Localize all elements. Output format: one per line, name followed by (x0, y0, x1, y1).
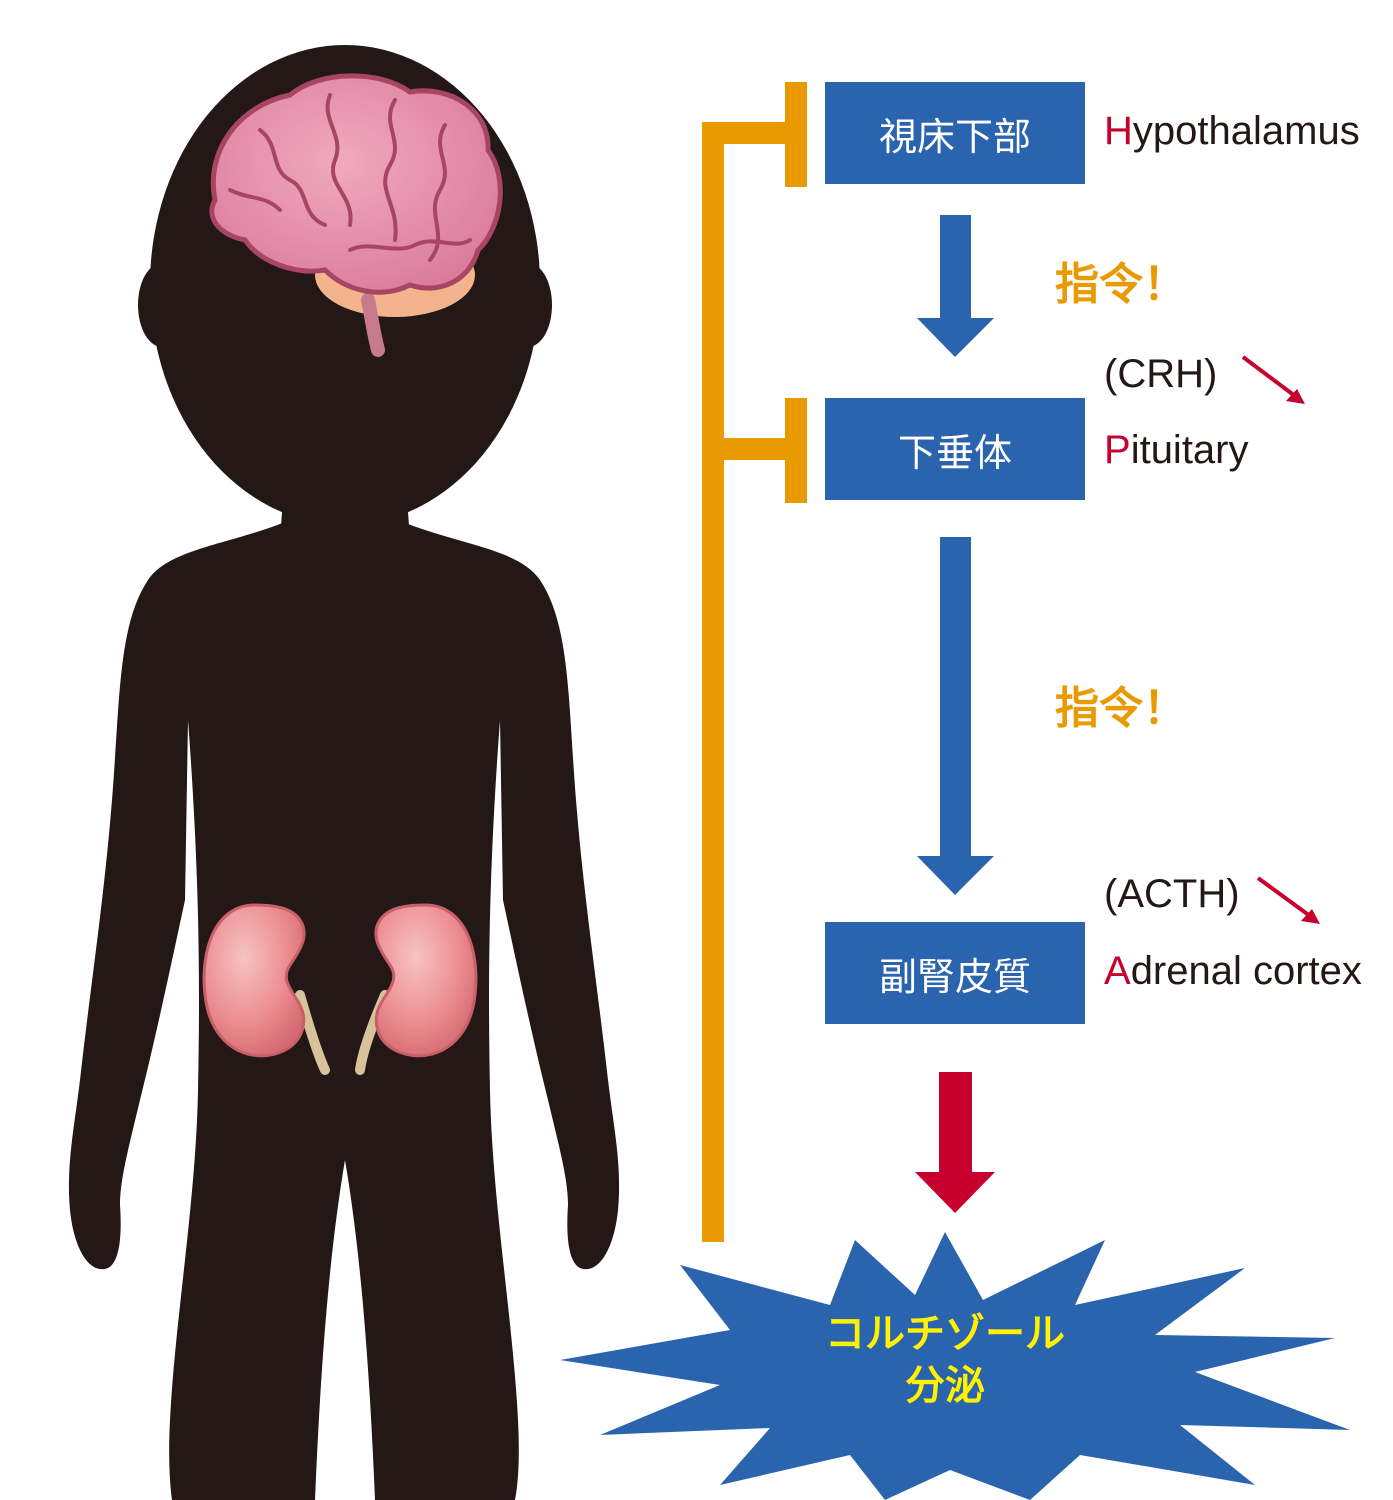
command-label-2: 指令！ (1055, 683, 1187, 734)
acth-label: (ACTH) (1104, 872, 1240, 916)
brain-illustration (209, 73, 503, 357)
hypothalamus-initial: H (1104, 109, 1133, 153)
arrow-hypothalamus-to-pituitary (917, 215, 994, 357)
hypothalamus-label-jp: 視床下部 (878, 114, 1031, 159)
cortisol-burst (560, 1232, 1350, 1500)
pituitary-box: 下垂体 (825, 398, 1085, 500)
kidneys-illustration (202, 903, 478, 1075)
hypothalamus-rest: ypothalamus (1132, 109, 1360, 153)
arrow-adrenal-to-cortisol (915, 1072, 995, 1213)
secretion-label: 分泌 (905, 1363, 985, 1409)
adrenal-label-en: Adrenal cortex (1104, 949, 1362, 994)
pituitary-label-jp: 下垂体 (897, 430, 1012, 475)
adrenal-rest: drenal cortex (1130, 949, 1362, 993)
arrow-pituitary-to-adrenal (917, 537, 994, 895)
feedback-inhibition-line (702, 82, 807, 1242)
cortisol-label: コルチゾール (825, 1311, 1065, 1357)
acth-down-arrow-icon (1256, 876, 1320, 924)
pituitary-label-en: Pituitary (1104, 428, 1249, 473)
pituitary-initial: P (1104, 428, 1131, 472)
cortisol-secretion-text: コルチゾール 分泌 (760, 1308, 1130, 1412)
adrenal-label-jp: 副腎皮質 (878, 954, 1031, 999)
hypothalamus-box: 視床下部 (825, 82, 1085, 184)
crh-label: (CRH) (1104, 352, 1218, 396)
adrenal-box: 副腎皮質 (825, 922, 1085, 1024)
crh-down-arrow-icon (1241, 355, 1305, 404)
pituitary-rest: ituitary (1130, 428, 1249, 472)
command-label-1: 指令！ (1055, 259, 1187, 310)
adrenal-initial: A (1104, 949, 1131, 993)
hypothalamus-label-en: Hypothalamus (1104, 109, 1360, 154)
